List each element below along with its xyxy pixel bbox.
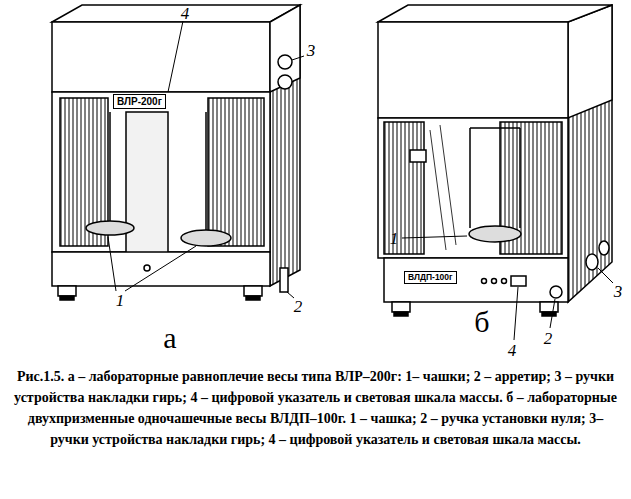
drawing-polygon [270,5,300,286]
drawing-ellipse [469,226,521,242]
drawing-rect [542,312,556,316]
drawing-polygon [568,5,612,118]
drawing-rect [52,252,270,286]
leader-lines-b [402,236,613,340]
drawing-circle [502,279,507,284]
drawing-circle [550,286,562,298]
display-panel: ВЛР-200г [113,94,166,109]
figure-letter: а [163,323,176,353]
drawing-rect [280,268,288,292]
drawing-circle [144,265,150,271]
drawing-rect [126,112,168,254]
drawing-line [514,287,518,340]
drawing-circle [492,279,497,284]
drawing-path [470,128,520,228]
callout-number: 1 [390,230,399,247]
drawing-line [292,56,304,60]
drawing-rect [410,150,426,162]
drawing-rect [511,276,526,286]
drawing-rect [244,286,262,296]
callout-number: 2 [544,330,553,347]
drawing-rect [384,258,568,302]
drawing-circle [278,55,292,69]
callout-number: 3 [614,283,623,300]
display-text: ВЛР-200г [117,96,162,107]
drawing-rect [394,312,408,316]
callout-number: 2 [294,298,303,315]
drawing-ellipse [181,230,231,246]
drawing-ellipse [86,221,134,235]
drawing-line [287,292,294,298]
callout-number: 1 [116,292,125,309]
drawing-ellipse [599,241,609,255]
drawing-line [125,246,196,291]
drawing-rect [384,122,424,254]
drawing-rect [378,22,568,118]
drawing-circle [278,75,292,89]
drawing-rect [378,118,568,258]
drawing-rect [60,296,74,300]
drawing-polygon [378,5,612,22]
balance-b [378,5,612,316]
drawing-line [550,299,555,328]
drawing-polygon [52,5,300,22]
drawing-rect [208,98,264,246]
drawing-line [109,112,111,222]
drawing-rect [392,302,410,312]
drawing-polygon [270,5,300,92]
display-text: ВЛДП-100г [408,272,453,282]
callout-number: 4 [181,5,190,22]
callout-number: 3 [307,42,316,59]
leader-lines-a [108,21,304,298]
drawing-rect [246,296,260,300]
callout-number: 4 [508,342,517,359]
drawing-rect [58,286,76,296]
figure-letter: б [474,307,489,337]
drawing-line [402,236,467,238]
drawing-polygon [568,5,612,302]
display-panel: ВЛДП-100г [404,271,457,284]
drawing-line [598,268,613,283]
drawing-line [205,112,207,232]
drawing-rect [540,302,558,312]
drawing-line [440,125,456,245]
drawing-ellipse [586,254,598,270]
drawing-circle [482,279,487,284]
drawing-line [430,130,446,250]
figure-caption: Рис.1.5. а – лабораторные равноплечие ве… [8,366,623,450]
drawing-rect [52,22,270,92]
balance-a [52,5,300,300]
drawing-line [168,21,183,92]
drawing-line [108,237,116,291]
